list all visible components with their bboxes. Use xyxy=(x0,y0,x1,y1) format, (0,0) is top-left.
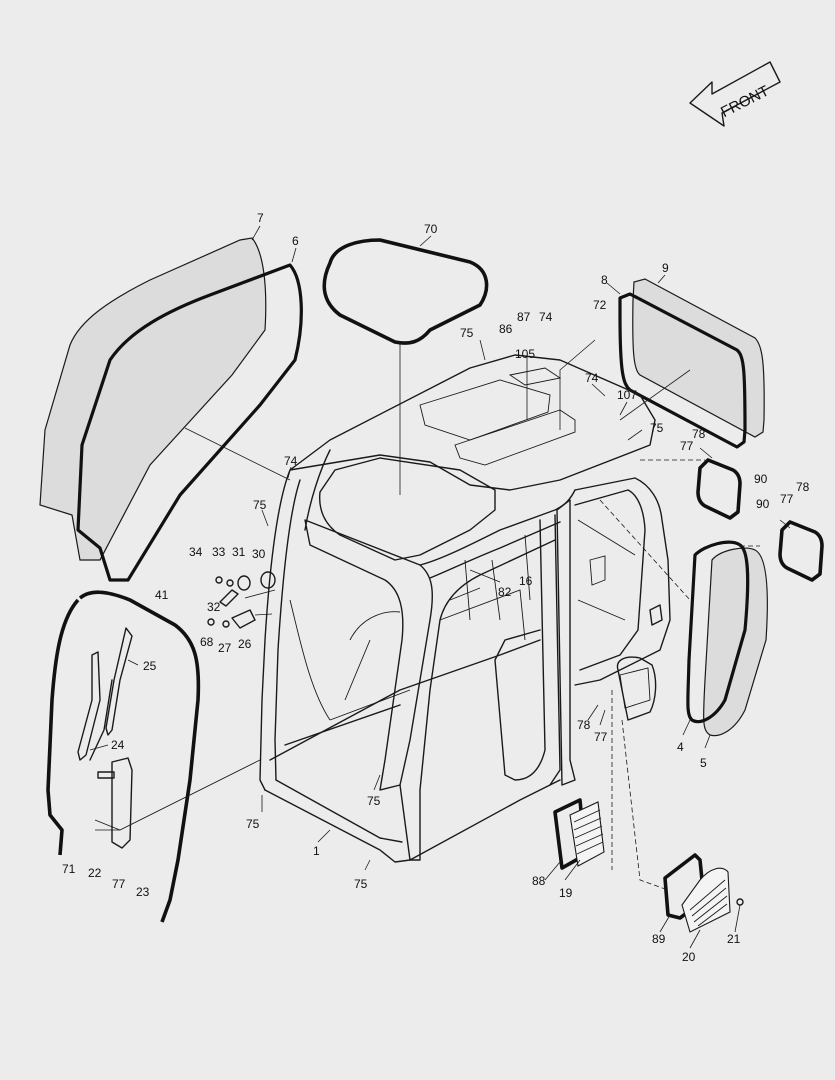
callout-27: 27 xyxy=(218,641,232,655)
rear-window-frame xyxy=(618,292,747,449)
front-label: FRONT xyxy=(718,82,772,121)
small-window-seal-upper xyxy=(696,458,742,520)
callout-75-roof: 75 xyxy=(460,326,474,340)
callout-68: 68 xyxy=(200,635,214,649)
callout-71: 71 xyxy=(62,862,76,876)
callout-88: 88 xyxy=(532,874,546,888)
callout-26: 26 xyxy=(238,637,252,651)
front-windshield-frame xyxy=(76,263,303,582)
callout-31: 31 xyxy=(232,545,246,559)
wiper-arm xyxy=(77,651,113,761)
callout-74-front: 74 xyxy=(284,454,298,468)
callout-72: 72 xyxy=(593,298,607,312)
filter-cover xyxy=(681,867,744,933)
cab-frame xyxy=(259,354,671,863)
callout-30: 30 xyxy=(252,547,266,561)
callout-89: 89 xyxy=(652,932,666,946)
callout-74-roof: 74 xyxy=(539,310,553,324)
callout-21: 21 xyxy=(727,932,741,946)
callout-75-floor: 75 xyxy=(367,794,381,808)
callout-32: 32 xyxy=(207,600,221,614)
callout-25: 25 xyxy=(143,659,157,673)
roof-window-seal xyxy=(322,238,489,345)
callout-20: 20 xyxy=(682,950,696,964)
wiper-motor xyxy=(97,757,133,849)
callout-86: 86 xyxy=(499,322,513,336)
callout-105: 105 xyxy=(515,347,535,361)
wiper-blade xyxy=(105,627,133,736)
side-window-glass xyxy=(702,547,768,737)
callout-75-rear: 75 xyxy=(650,421,664,435)
callout-labels: 7 6 70 8 9 72 75 86 87 74 105 74 107 75 … xyxy=(62,211,810,964)
callout-75-base: 75 xyxy=(246,817,260,831)
callout-33: 33 xyxy=(212,545,226,559)
front-direction-arrow: FRONT xyxy=(689,61,781,127)
door-seal-strip xyxy=(78,590,201,923)
window-seal-strip xyxy=(46,598,80,856)
callout-82: 82 xyxy=(498,585,512,599)
rear-window-glass xyxy=(632,278,765,438)
callout-78-lower: 78 xyxy=(796,480,810,494)
callout-22: 22 xyxy=(88,866,102,880)
front-windshield-glass xyxy=(39,237,267,561)
callout-75-bottom: 75 xyxy=(354,877,368,891)
callout-5: 5 xyxy=(700,756,707,770)
callout-77-lower: 77 xyxy=(780,492,794,506)
bracket-hardware xyxy=(207,571,276,629)
callout-1: 1 xyxy=(313,844,320,858)
callout-74-rear: 74 xyxy=(585,371,599,385)
callout-77-wiper: 77 xyxy=(112,877,126,891)
leader-lines xyxy=(89,225,791,949)
callout-77-side: 77 xyxy=(594,730,608,744)
callout-16: 16 xyxy=(519,574,533,588)
callout-19: 19 xyxy=(559,886,573,900)
callout-41: 41 xyxy=(155,588,169,602)
callout-75-pillar: 75 xyxy=(253,498,267,512)
side-window-frame xyxy=(686,540,750,724)
callout-34: 34 xyxy=(189,545,203,559)
callout-9: 9 xyxy=(662,261,669,275)
callout-77-upper: 77 xyxy=(680,439,694,453)
callout-7: 7 xyxy=(257,211,264,225)
callout-8: 8 xyxy=(601,273,608,287)
callout-90-lower: 90 xyxy=(756,497,770,511)
callout-87: 87 xyxy=(517,310,531,324)
callout-6: 6 xyxy=(292,234,299,248)
callout-23: 23 xyxy=(136,885,150,899)
callout-107: 107 xyxy=(617,388,637,402)
callout-90-upper: 90 xyxy=(754,472,768,486)
callout-70: 70 xyxy=(424,222,438,236)
callout-78-upper: 78 xyxy=(692,427,706,441)
callout-24: 24 xyxy=(111,738,125,752)
small-window-seal-lower xyxy=(778,520,824,582)
callout-78-side: 78 xyxy=(577,718,591,732)
callout-4: 4 xyxy=(677,740,684,754)
air-filter xyxy=(569,801,605,867)
